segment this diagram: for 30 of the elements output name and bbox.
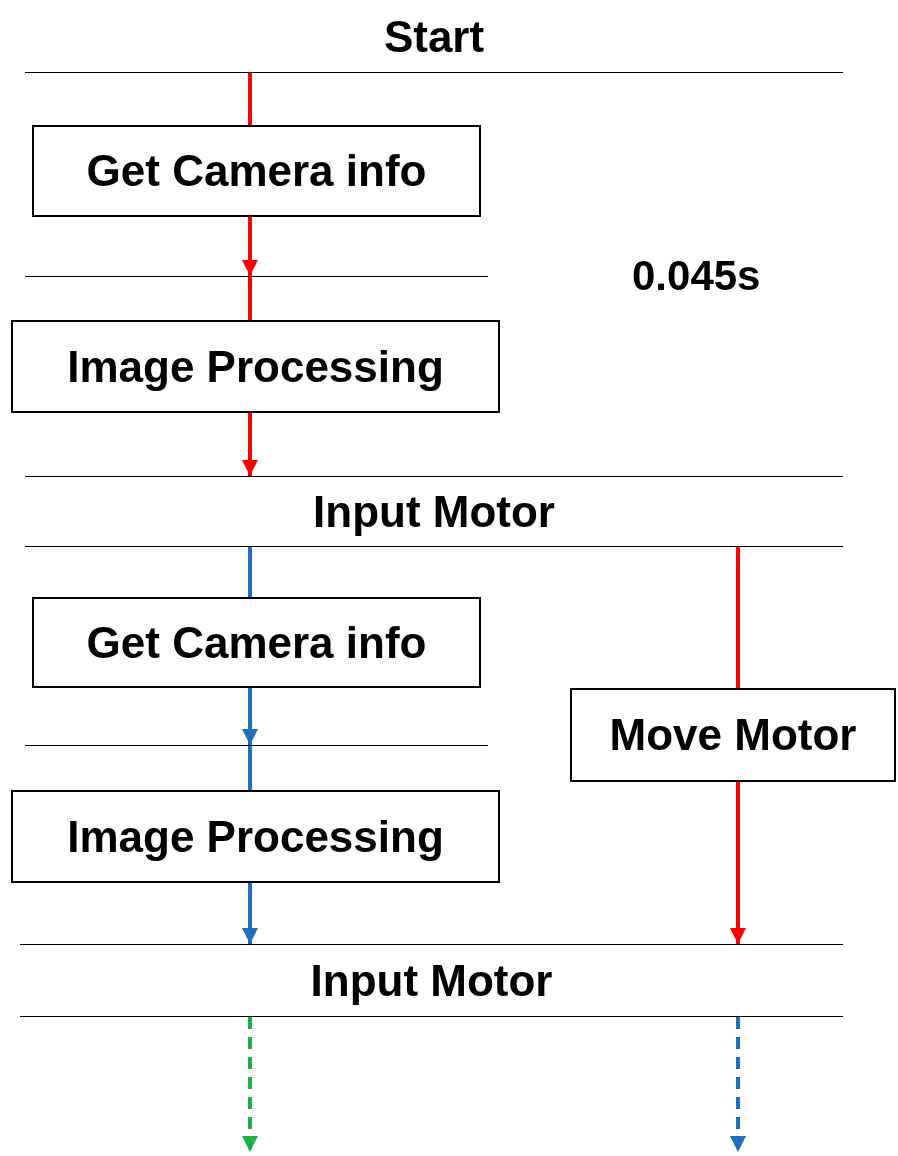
arrow bbox=[242, 217, 258, 276]
stage-band bbox=[20, 944, 843, 1017]
process-box bbox=[32, 597, 481, 688]
node-label: Image Processing bbox=[67, 811, 444, 862]
arrow bbox=[730, 782, 746, 944]
process-box bbox=[11, 320, 500, 413]
connector-line bbox=[248, 277, 252, 320]
node-label: Input Motor bbox=[310, 955, 553, 1006]
process-box bbox=[32, 125, 481, 217]
node-label: Get Camera info bbox=[86, 146, 427, 196]
arrow bbox=[242, 883, 258, 944]
stage-band bbox=[25, 476, 843, 547]
node-label: Input Motor bbox=[313, 486, 555, 537]
connector-line bbox=[248, 547, 252, 597]
node-label: Get Camera info bbox=[86, 617, 427, 668]
arrow bbox=[242, 413, 258, 476]
divider-line bbox=[25, 745, 488, 747]
connector-line bbox=[248, 746, 252, 790]
connector-line bbox=[736, 547, 740, 688]
node-label: Image Processing bbox=[67, 341, 444, 392]
arrow bbox=[242, 688, 258, 745]
process-box bbox=[11, 790, 500, 883]
connector-line bbox=[248, 73, 252, 125]
divider-line bbox=[25, 276, 488, 278]
node-label: Start bbox=[383, 12, 485, 62]
arrow bbox=[730, 1017, 746, 1152]
arrow bbox=[242, 1017, 258, 1152]
process-box bbox=[570, 688, 896, 782]
duration-label: 0.045s bbox=[632, 252, 761, 300]
node-label: Move Motor bbox=[609, 710, 857, 760]
